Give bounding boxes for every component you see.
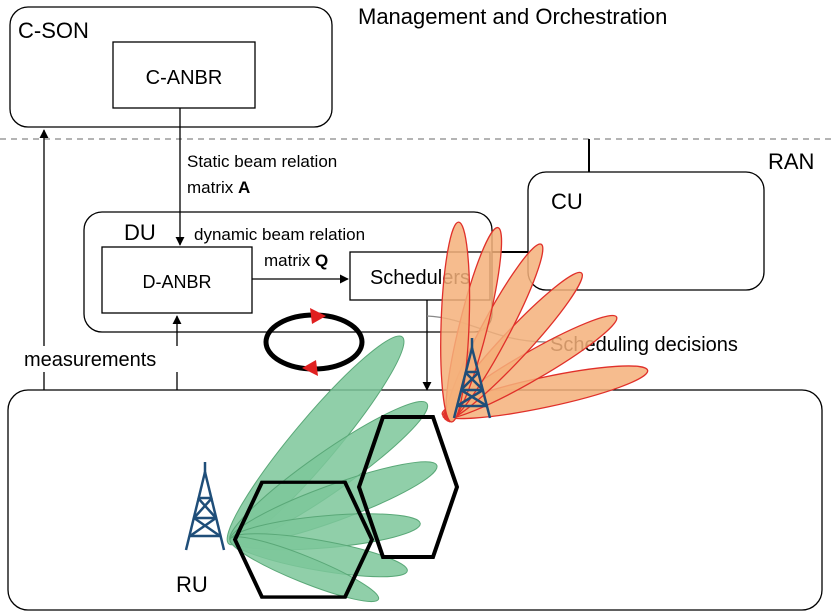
diagram-title: Management and Orchestration	[358, 4, 667, 29]
dynamic-relation-line2: matrix Q	[264, 251, 328, 270]
measurements-label-bg	[20, 346, 202, 372]
cu-box	[527, 171, 765, 291]
cell-hexagon-lower	[232, 480, 375, 599]
canbr-box	[112, 41, 256, 109]
canbr-label: C-ANBR	[146, 67, 223, 89]
tower-icon-lower	[184, 462, 226, 551]
ru-label: RU	[176, 572, 208, 597]
cson-label: C-SON	[18, 18, 89, 43]
cson-box	[9, 6, 333, 128]
ru-box	[7, 389, 823, 611]
tower-icon-upper	[452, 338, 492, 419]
feedback-cycle-icon	[263, 308, 365, 376]
ran-label: RAN	[768, 149, 814, 174]
danbr-box	[101, 246, 253, 314]
cu-label: CU	[551, 189, 583, 214]
static-relation-line1: Static beam relation	[187, 152, 337, 171]
danbr-label: D-ANBR	[142, 272, 211, 292]
measurements-label: measurements	[24, 349, 156, 371]
cell-hexagon-upper	[356, 415, 460, 559]
orange-beam-pattern	[440, 221, 649, 423]
du-label: DU	[124, 220, 156, 245]
static-relation-line2: matrix A	[187, 178, 250, 197]
dynamic-relation-line1: dynamic beam relation	[194, 225, 365, 244]
